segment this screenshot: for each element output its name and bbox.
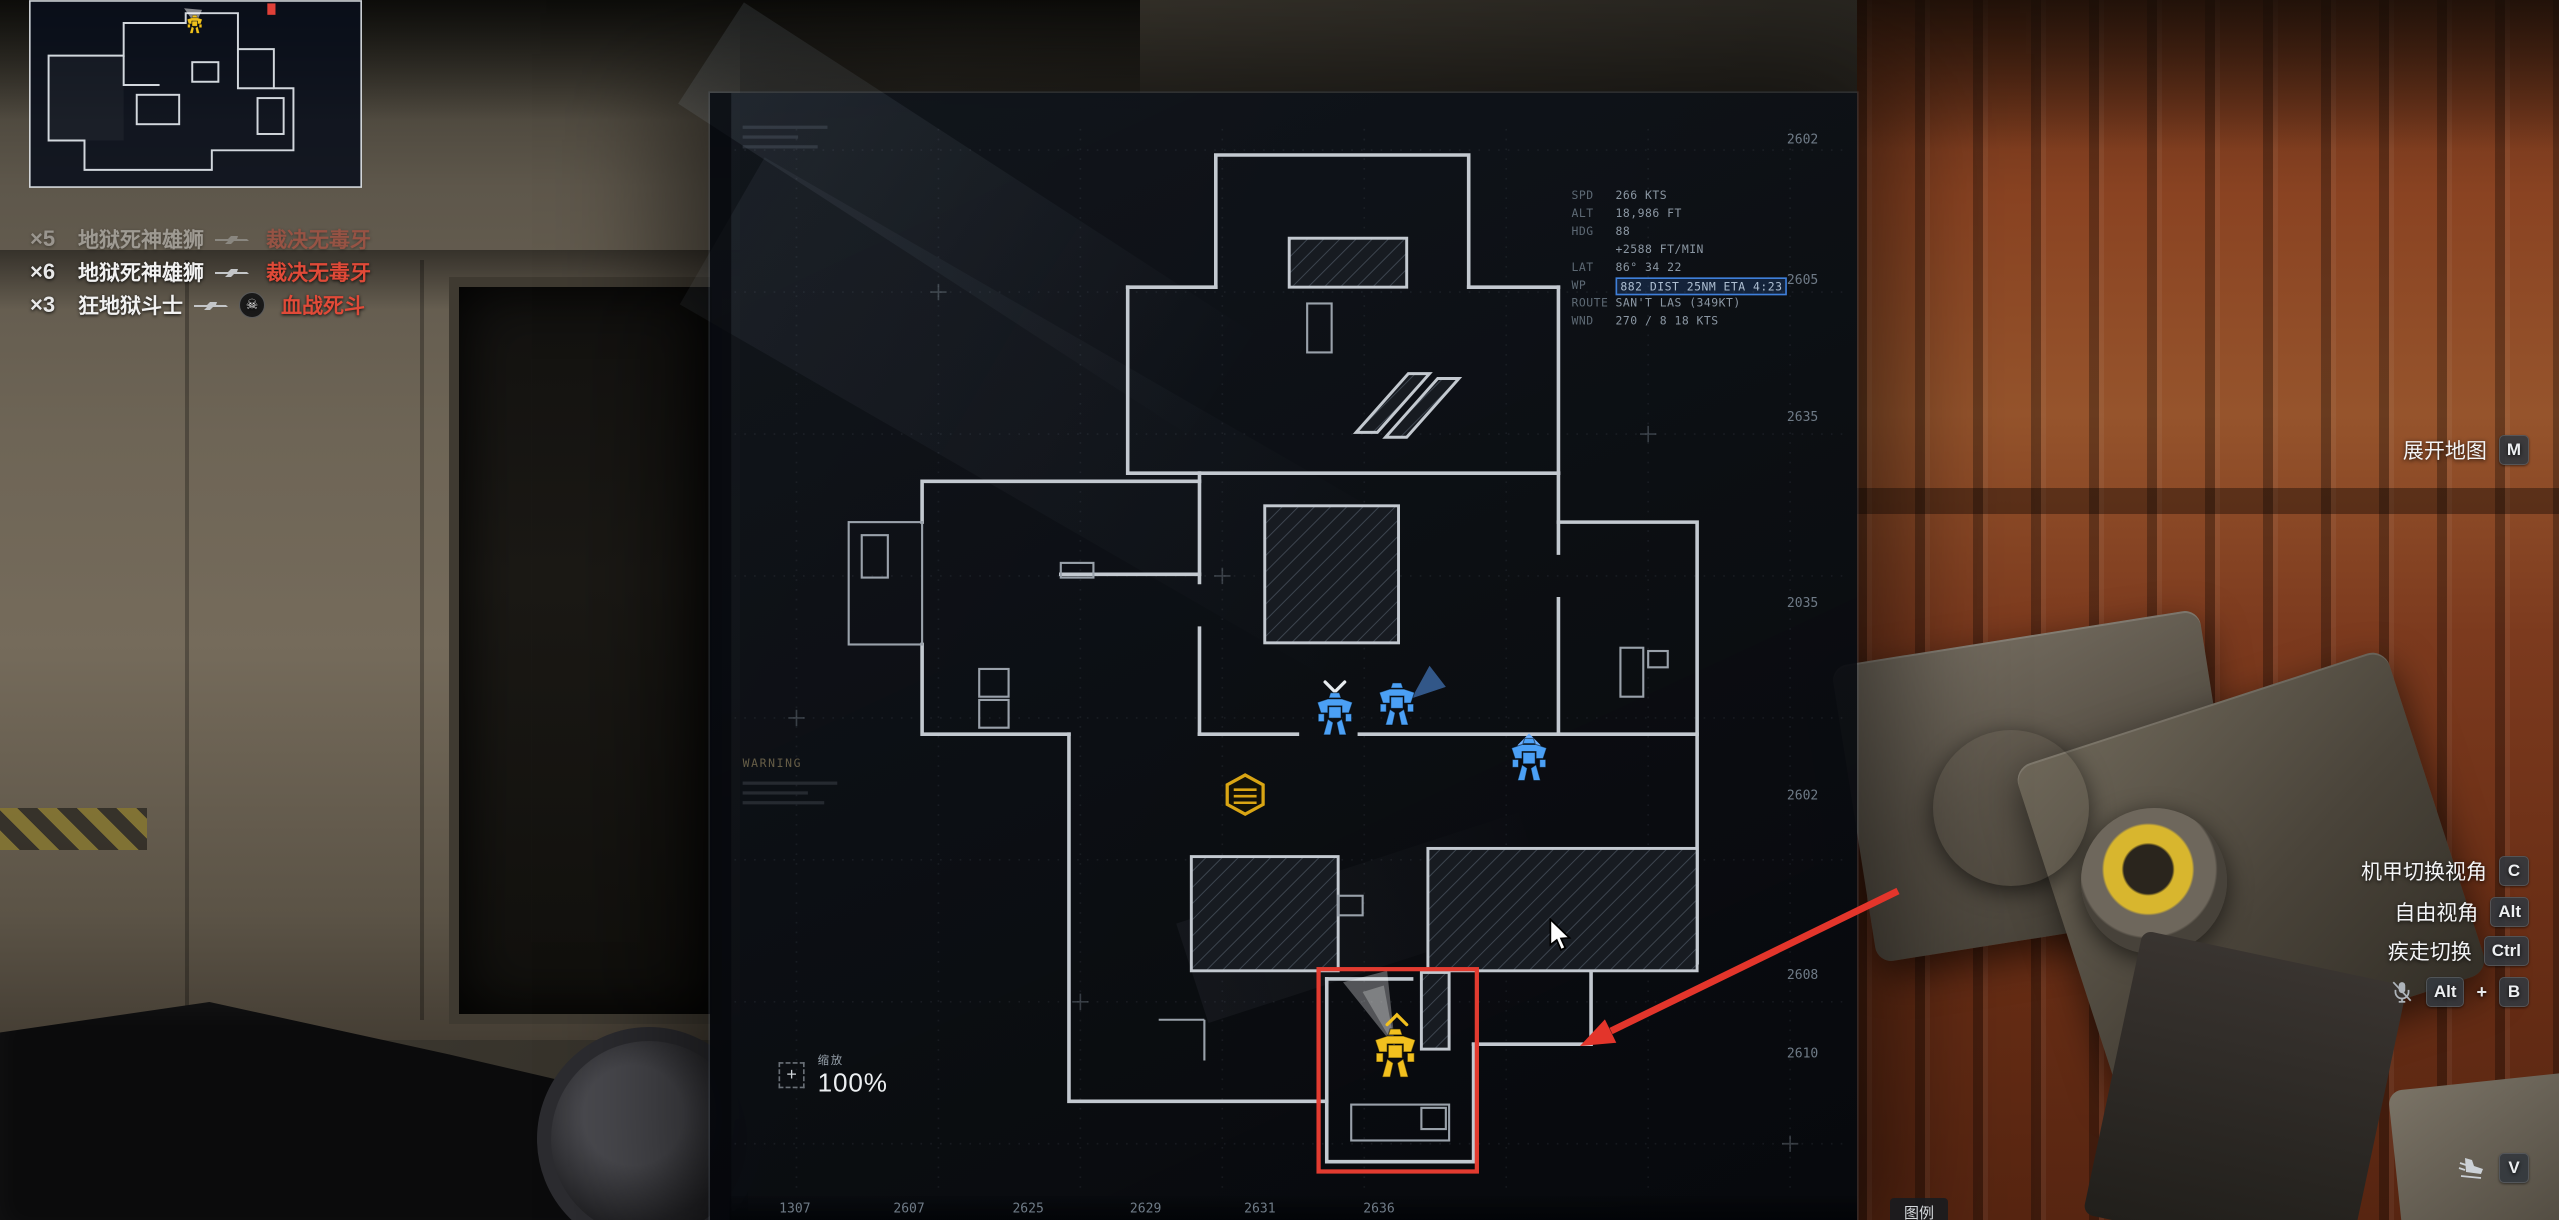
kill-count: ×5 [30, 225, 56, 251]
killfeed-row: ×5 地狱死神雄狮 裁决无毒牙 [30, 222, 371, 255]
minimap[interactable] [29, 0, 362, 188]
key-alt[interactable]: Alt [2425, 977, 2465, 1007]
keybind-label: 疾走切换 [2387, 941, 2472, 964]
keybind-free-look: 自由视角 Alt [2394, 895, 2529, 929]
grid-label: 2625 [1012, 1200, 1044, 1216]
map-warning-text: WARNING [742, 746, 838, 811]
building-walls [847, 153, 1699, 1164]
skate-dash-icon [2457, 1155, 2487, 1181]
weapon-icon [193, 298, 229, 312]
grid-label: 1307 [779, 1200, 811, 1216]
victim-name: 裁决无毒牙 [266, 228, 371, 252]
map-bottom-edge [729, 1195, 1858, 1220]
map-edge [710, 93, 732, 1220]
objective-hex-icon [1225, 773, 1265, 817]
grid-label: 2035 [1786, 595, 1819, 611]
killer-name: 地狱死神雄狮 [78, 261, 204, 285]
wall-seam [420, 260, 424, 1020]
ally-units [1316, 665, 1548, 782]
key-ctrl[interactable]: Ctrl [2483, 936, 2529, 966]
ping-marker [1323, 680, 1347, 695]
highlight-rectangle [1316, 967, 1479, 1174]
self-view-cone [1343, 970, 1396, 1048]
grid-label: 2602 [1786, 788, 1819, 803]
ally-view-cone [1411, 665, 1446, 699]
map-corner-text [742, 119, 828, 155]
keybind-mute: Alt + B [2390, 975, 2529, 1009]
keybind-mech-view: 机甲切换视角 C [2361, 854, 2529, 888]
key-b[interactable]: B [2499, 977, 2529, 1007]
grid-label: 2636 [1363, 1200, 1395, 1216]
grid-label: 2602 [1786, 132, 1819, 147]
grid-label: 2607 [893, 1200, 925, 1216]
killfeed-row: ×6 地狱死神雄狮 裁决无毒牙 [30, 255, 371, 288]
mech-arm-joint [2081, 808, 2227, 954]
ally-mech-icon [1316, 692, 1354, 736]
victim-name: 裁决无毒牙 [266, 261, 371, 285]
zoom-crosshair-icon: + [778, 1062, 805, 1089]
killfeed-row: ×3 狂地狱斗士 ☠ 血战死斗 [30, 288, 371, 321]
self-unit [1343, 970, 1416, 1078]
zoom-value: 100% [817, 1070, 888, 1099]
ally-direction-marker [1517, 733, 1541, 748]
minimap-alert-tick [267, 3, 276, 15]
grid-label: 2605 [1786, 272, 1819, 288]
ally-mech-icon [1510, 737, 1548, 782]
kill-count: ×3 [30, 291, 56, 317]
killer-name: 地狱死神雄狮 [78, 228, 204, 252]
grid-label: 2610 [1786, 1045, 1819, 1061]
zoom-label: 缩放 [817, 1055, 844, 1068]
container-top-shadow [1857, 0, 2559, 150]
keybind-sprint-toggle: 疾走切换 Ctrl [2388, 934, 2529, 968]
self-mech-icon [1374, 1028, 1416, 1078]
mute-mic-icon [2390, 980, 2414, 1004]
minimap-svg [29, 0, 362, 188]
keybind-label: 展开地图 [2402, 440, 2487, 463]
mouse-cursor [1548, 917, 1574, 957]
key-c[interactable]: C [2499, 856, 2529, 886]
key-v[interactable]: V [2499, 1153, 2529, 1183]
keybind-expand-map: 展开地图 M [2403, 433, 2529, 467]
keybind-label: 机甲切换视角 [2361, 861, 2487, 884]
ally-mech-icon [1378, 682, 1416, 726]
kill-count: ×6 [30, 258, 56, 284]
mech-arm-joint [1933, 730, 2089, 886]
key-alt[interactable]: Alt [2490, 897, 2529, 927]
self-direction-marker [1385, 1012, 1409, 1027]
dark-doorway [449, 277, 722, 1024]
key-m[interactable]: M [2498, 435, 2529, 465]
killfeed: ×5 地狱死神雄狮 裁决无毒牙 ×6 地狱死神雄狮 裁决无毒牙 ×3 狂地狱斗士… [30, 222, 371, 321]
wall-seam [185, 260, 189, 1020]
weapon-icon [214, 265, 250, 279]
grid-label: 2631 [1244, 1200, 1276, 1216]
killer-name: 狂地狱斗士 [78, 294, 183, 318]
keybind-label: 自由视角 [2394, 902, 2479, 925]
legend-badge[interactable]: 图例 [1890, 1198, 1949, 1220]
victim-name: 血战死斗 [281, 294, 365, 318]
weapon-icon [214, 232, 250, 246]
zoom-control[interactable]: + 缩放 100% [778, 1052, 888, 1099]
grid-label: 2608 [1786, 967, 1819, 983]
hazard-stripes [0, 808, 147, 850]
skull-icon: ☠ [239, 291, 265, 318]
container-seam [1857, 488, 2559, 514]
grid-label: 2635 [1786, 409, 1819, 425]
grid-label: 2629 [1129, 1200, 1162, 1216]
plus-separator: + [2476, 981, 2487, 1002]
keybind-skate: V [2457, 1151, 2529, 1185]
mech-arm-knuckle [2387, 1069, 2559, 1220]
